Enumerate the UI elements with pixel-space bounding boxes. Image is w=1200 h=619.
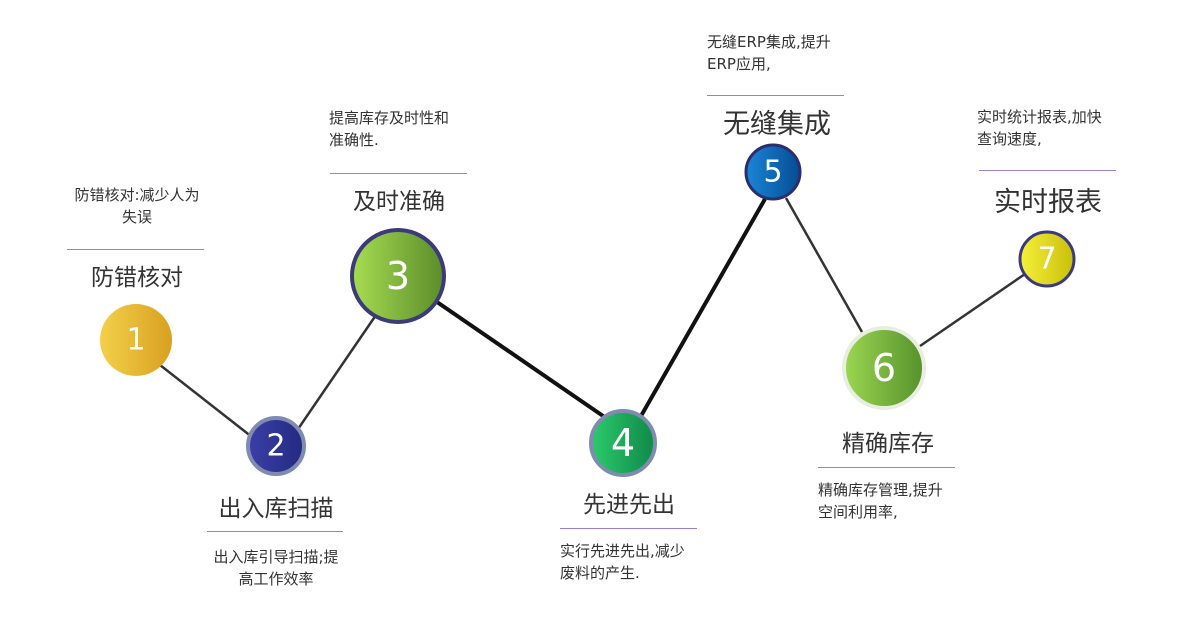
step-6-title: 精确库存 xyxy=(842,431,934,457)
step-2-number: 2 xyxy=(266,429,285,464)
step-1-description: 防错核对:减少人为 失误 xyxy=(74,184,199,228)
step-4-desc-line2: 废料的产生. xyxy=(560,564,640,582)
step-6-number: 6 xyxy=(872,346,896,390)
step-6-node: 6 xyxy=(842,326,926,410)
step-7-title: 实时报表 xyxy=(994,187,1102,218)
connector-1-2 xyxy=(159,364,253,438)
step-5-title: 无缝集成 xyxy=(723,109,831,140)
step-7-number: 7 xyxy=(1037,242,1056,277)
step-3-number: 3 xyxy=(386,254,410,298)
step-2-node: 2 xyxy=(246,416,306,476)
step-4-node: 4 xyxy=(589,409,657,477)
connector-2-3 xyxy=(294,314,378,433)
step-7-node: 7 xyxy=(1018,230,1076,288)
step-6-divider xyxy=(818,467,955,468)
step-5-divider xyxy=(707,95,844,96)
step-3-title: 及时准确 xyxy=(353,189,445,215)
step-3-desc-line2: 准确性. xyxy=(329,131,379,149)
step-2-description: 出入库引导扫描;提 高工作效率 xyxy=(213,546,338,590)
step-1-desc-line1: 防错核对:减少人为 xyxy=(74,186,200,204)
step-1-divider xyxy=(67,249,204,250)
step-4-title: 先进先出 xyxy=(583,492,675,518)
step-1-desc-line2: 失误 xyxy=(121,208,152,226)
step-7-description: 实时统计报表,加快 查询速度, xyxy=(977,106,1102,150)
connector-6-7 xyxy=(919,272,1026,348)
step-3-divider xyxy=(330,173,467,174)
step-6-desc-line2: 空间利用率, xyxy=(818,503,898,521)
step-1-title: 防错核对 xyxy=(91,265,183,291)
connector-3-4 xyxy=(435,300,608,420)
step-5-number: 5 xyxy=(763,155,782,190)
step-7-divider xyxy=(979,170,1116,171)
step-2-divider xyxy=(207,531,343,532)
step-4-divider xyxy=(560,528,697,529)
step-5-node: 5 xyxy=(744,143,802,201)
step-3-desc-line1: 提高库存及时性和 xyxy=(329,109,450,127)
step-2-title: 出入库扫描 xyxy=(218,496,334,522)
step-3-description: 提高库存及时性和 准确性. xyxy=(329,107,449,151)
step-4-description: 实行先进先出,减少 废料的产生. xyxy=(560,540,685,584)
step-6-description: 精确库存管理,提升 空间利用率, xyxy=(818,479,943,523)
step-4-desc-line1: 实行先进先出,减少 xyxy=(560,542,685,560)
step-2-desc-line1: 出入库引导扫描;提 xyxy=(213,548,339,566)
step-1-number: 1 xyxy=(126,323,145,358)
step-5-desc-line1: 无缝ERP集成,提升 xyxy=(707,33,831,51)
step-7-desc-line1: 实时统计报表,加快 xyxy=(977,108,1102,126)
step-7-desc-line2: 查询速度, xyxy=(977,130,1042,148)
step-3-node: 3 xyxy=(350,228,446,324)
step-5-desc-line2: ERP应用, xyxy=(707,55,771,73)
step-2-desc-line2: 高工作效率 xyxy=(238,570,314,588)
connector-4-5 xyxy=(639,198,767,417)
step-4-number: 4 xyxy=(611,421,635,465)
connector-5-6 xyxy=(784,197,864,333)
step-1-node: 1 xyxy=(100,304,172,376)
step-6-desc-line1: 精确库存管理,提升 xyxy=(818,481,943,499)
step-5-description: 无缝ERP集成,提升 ERP应用, xyxy=(707,31,831,75)
